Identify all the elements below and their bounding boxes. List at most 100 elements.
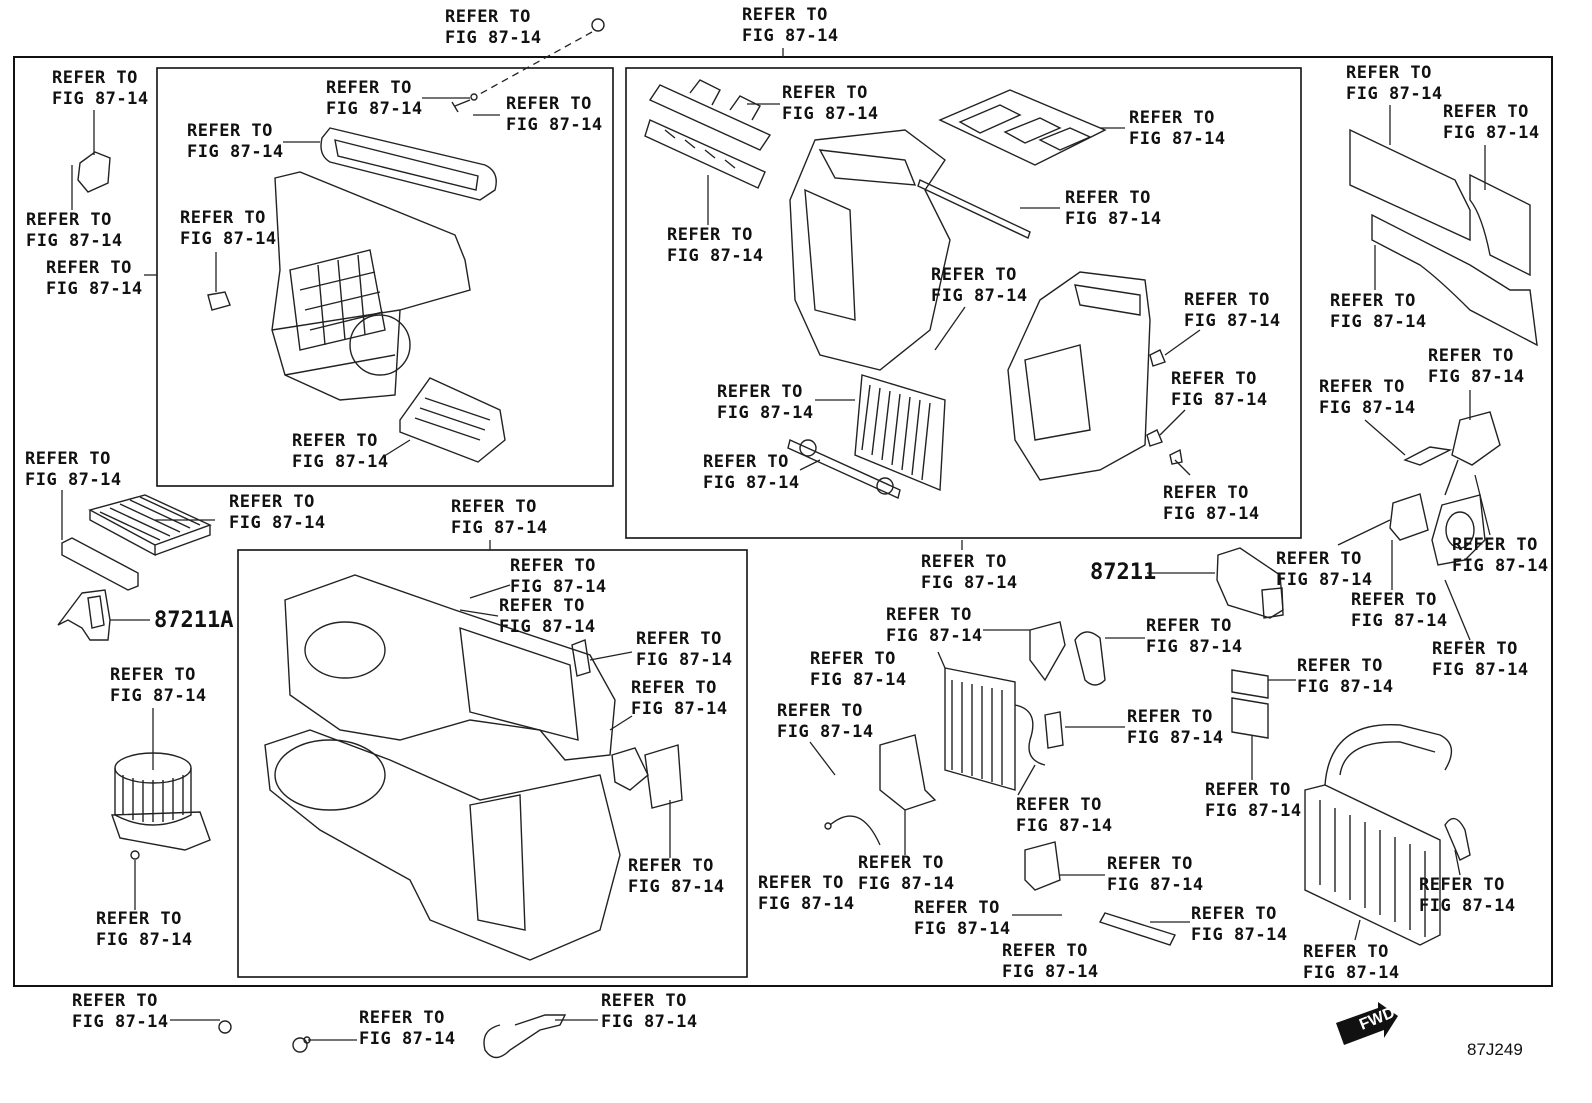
callout-label: REFER TO FIG 87-14	[110, 665, 207, 706]
callout-label: REFER TO FIG 87-14	[1297, 656, 1394, 697]
evap-seal-1	[1029, 621, 1066, 682]
callout-label: REFER TO FIG 87-14	[886, 605, 983, 646]
cabin-air-filter	[88, 494, 212, 557]
bottom-nut	[218, 1020, 232, 1034]
callout-label: REFER TO FIG 87-14	[180, 208, 277, 249]
callout-label: REFER TO FIG 87-14	[1127, 707, 1224, 748]
insulator-panel-2	[1469, 173, 1531, 277]
blower-case-lower	[264, 729, 621, 961]
small-actuator-left	[77, 151, 111, 193]
part-number-87211A: 87211A	[154, 608, 234, 633]
blower-case-gasket	[571, 639, 591, 677]
callout-label: REFER TO FIG 87-14	[777, 701, 874, 742]
mode-door-link	[648, 79, 772, 151]
callout-label: REFER TO FIG 87-14	[187, 121, 284, 162]
callout-label: REFER TO FIG 87-14	[667, 225, 764, 266]
insulator-panel-1	[1349, 128, 1471, 242]
callout-label: REFER TO FIG 87-14	[717, 382, 814, 423]
intake-unit-box	[156, 67, 614, 487]
evap-bracket	[879, 734, 937, 811]
callout-label: REFER TO FIG 87-14	[1419, 875, 1516, 916]
blower-case-upper	[284, 574, 616, 761]
callout-label: REFER TO FIG 87-14	[229, 492, 326, 533]
callout-label: REFER TO FIG 87-14	[1191, 904, 1288, 945]
heater-core	[1304, 723, 1453, 946]
duct-87211	[1216, 547, 1284, 619]
figure-code: 87J249	[1467, 1040, 1523, 1059]
callout-label: REFER TO FIG 87-14	[810, 649, 907, 690]
duct-87211A	[57, 589, 111, 641]
callout-label: REFER TO FIG 87-14	[1276, 549, 1373, 590]
callout-label: REFER TO FIG 87-14	[782, 83, 879, 124]
intake-duct-seal	[320, 127, 497, 201]
callout-label: REFER TO FIG 87-14	[1065, 188, 1162, 229]
callout-label: REFER TO FIG 87-14	[1002, 941, 1099, 982]
callout-label: REFER TO FIG 87-14	[1303, 942, 1400, 983]
callout-label: REFER TO FIG 87-14	[359, 1008, 456, 1049]
callout-label: REFER TO FIG 87-14	[1330, 291, 1427, 332]
link-rod	[917, 179, 1031, 239]
callout-label: REFER TO FIG 87-14	[631, 678, 728, 719]
callout-label: REFER TO FIG 87-14	[628, 856, 725, 897]
evap-seal-2	[1074, 631, 1106, 686]
callout-label: REFER TO FIG 87-14	[1129, 108, 1226, 149]
intake-filter-cover	[399, 377, 506, 463]
leader-lines	[61, 48, 1491, 1041]
callout-label: REFER TO FIG 87-14	[1351, 590, 1448, 631]
actuator-motor-right	[1444, 411, 1501, 496]
heater-clips	[1146, 349, 1183, 465]
callout-label: REFER TO FIG 87-14	[703, 452, 800, 493]
callout-label: REFER TO FIG 87-14	[499, 596, 596, 637]
callout-label: REFER TO FIG 87-14	[25, 449, 122, 490]
callout-label: REFER TO FIG 87-14	[742, 5, 839, 46]
callout-label: REFER TO FIG 87-14	[1452, 535, 1549, 576]
callout-label: REFER TO FIG 87-14	[931, 265, 1028, 306]
heater-unit-box	[625, 67, 1302, 539]
callout-label: REFER TO FIG 87-14	[858, 853, 955, 894]
blower-case-box	[237, 549, 748, 978]
blower-motor	[111, 752, 211, 860]
callout-label: REFER TO FIG 87-14	[326, 78, 423, 119]
filter-cover	[61, 537, 139, 591]
callout-label: REFER TO FIG 87-14	[1319, 377, 1416, 418]
callout-label: REFER TO FIG 87-14	[445, 7, 542, 48]
callout-label: REFER TO FIG 87-14	[1432, 639, 1529, 680]
heater-case-right	[1007, 271, 1151, 481]
blower-clip	[611, 747, 649, 791]
intake-unit-body	[271, 171, 471, 401]
callout-label: REFER TO FIG 87-14	[1163, 483, 1260, 524]
amplifier-module	[1389, 493, 1429, 541]
callout-label: REFER TO FIG 87-14	[510, 556, 607, 597]
callout-label: REFER TO FIG 87-14	[921, 552, 1018, 593]
callout-label: REFER TO FIG 87-14	[758, 873, 855, 914]
callout-label: REFER TO FIG 87-14	[96, 909, 193, 950]
expansion-valve	[1044, 711, 1064, 749]
callout-label: REFER TO FIG 87-14	[1184, 290, 1281, 331]
callout-label: REFER TO FIG 87-14	[52, 68, 149, 109]
fwd-arrow-icon: FWD	[1336, 1002, 1398, 1045]
bottom-grommet	[292, 1036, 311, 1053]
heater-case-left	[789, 129, 951, 371]
callout-label: REFER TO FIG 87-14	[46, 258, 143, 299]
thermistor-wire	[824, 815, 881, 846]
top-grommet	[451, 18, 605, 113]
evaporator-core	[944, 667, 1046, 791]
link-lever-right	[1403, 446, 1453, 466]
evaporator-core-panel	[854, 374, 946, 492]
callout-label: REFER TO FIG 87-14	[506, 94, 603, 135]
bottom-drain-hose	[483, 1014, 567, 1059]
insulation-pads	[1231, 669, 1269, 739]
callout-label: REFER TO FIG 87-14	[1107, 854, 1204, 895]
callout-label: REFER TO FIG 87-14	[636, 629, 733, 670]
callout-label: REFER TO FIG 87-14	[292, 431, 389, 472]
door-shaft	[787, 439, 901, 499]
callout-label: REFER TO FIG 87-14	[1171, 369, 1268, 410]
callout-label: REFER TO FIG 87-14	[1346, 63, 1443, 104]
callout-label: REFER TO FIG 87-14	[1016, 795, 1113, 836]
part-number-87211: 87211	[1090, 560, 1157, 585]
callout-label: REFER TO FIG 87-14	[1205, 780, 1302, 821]
heater-hose	[1444, 817, 1471, 861]
blower-bracket	[644, 744, 683, 809]
